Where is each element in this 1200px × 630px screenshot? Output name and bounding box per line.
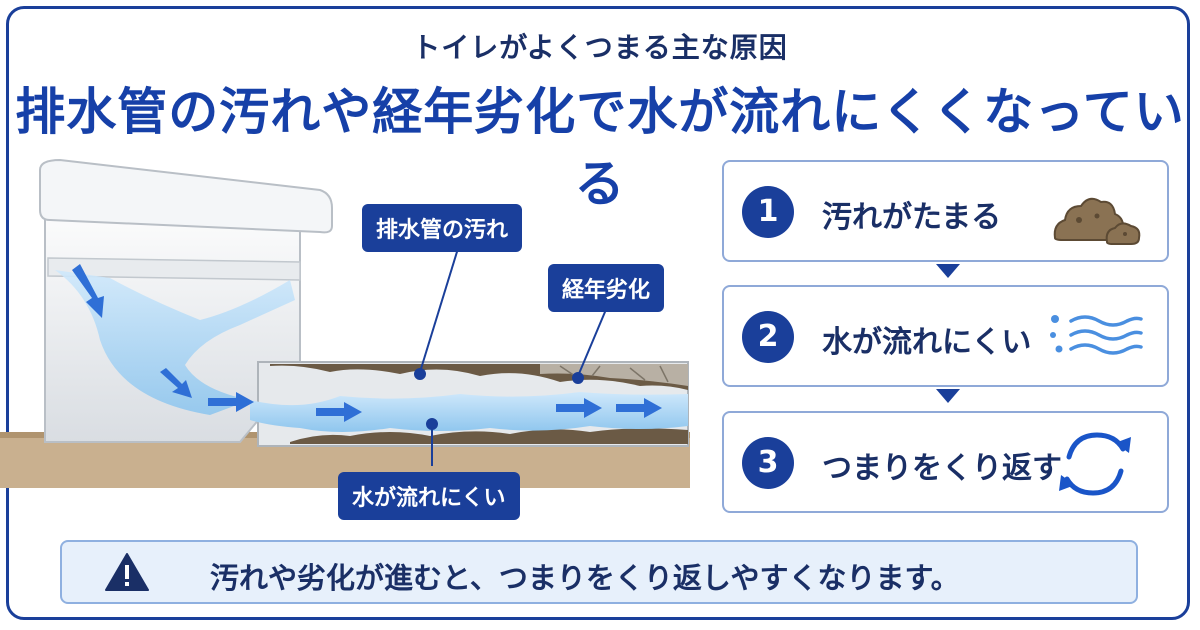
- step-1-label: 汚れがたまる: [822, 200, 1002, 235]
- cycle-arrows-icon: [1059, 432, 1131, 496]
- warning-text: 汚れや劣化が進むと、つまりをくり返しやすくなります。: [210, 561, 960, 595]
- pipe-dirt-bottom: [290, 428, 688, 444]
- dirt-pile-icon: [1053, 197, 1141, 245]
- callout-water-flow: 水が流れにくい: [338, 472, 520, 520]
- page-title: 排水管の汚れや経年劣化で水が流れにくくなっている: [15, 83, 1185, 213]
- callout-aging: 経年劣化: [548, 264, 665, 312]
- toilet-pipe-illustration: 排水管の汚れ 経年劣化 水が流れにくい: [0, 150, 700, 530]
- step-2-label: 水が流れにくい: [822, 325, 1032, 360]
- step-3: 3 つまりをくり返す: [722, 411, 1169, 513]
- pipe-water: [250, 392, 688, 432]
- step-3-label: つまりをくり返す: [822, 451, 1062, 486]
- page-subtitle: トイレがよくつまる主な原因: [412, 31, 788, 64]
- step-1: 1 汚れがたまる: [722, 160, 1169, 262]
- step-arrow-1: [936, 264, 960, 278]
- step-1-number: 1: [742, 186, 794, 238]
- callout-pipe-dirt: 排水管の汚れ: [362, 204, 523, 252]
- warning-banner: 汚れや劣化が進むと、つまりをくり返しやすくなります。: [60, 540, 1138, 604]
- step-2: 2 水が流れにくい: [722, 285, 1169, 387]
- step-3-number: 3: [742, 437, 794, 489]
- warning-icon: [105, 553, 149, 591]
- toilet-pipe-drawing: [0, 158, 690, 488]
- flow-arrows: [72, 264, 662, 422]
- toilet-lid: [39, 158, 333, 234]
- step-arrow-2: [936, 389, 960, 403]
- bowl-water: [55, 270, 295, 415]
- step-2-number: 2: [742, 311, 794, 363]
- water-flow-icon: [1050, 315, 1143, 355]
